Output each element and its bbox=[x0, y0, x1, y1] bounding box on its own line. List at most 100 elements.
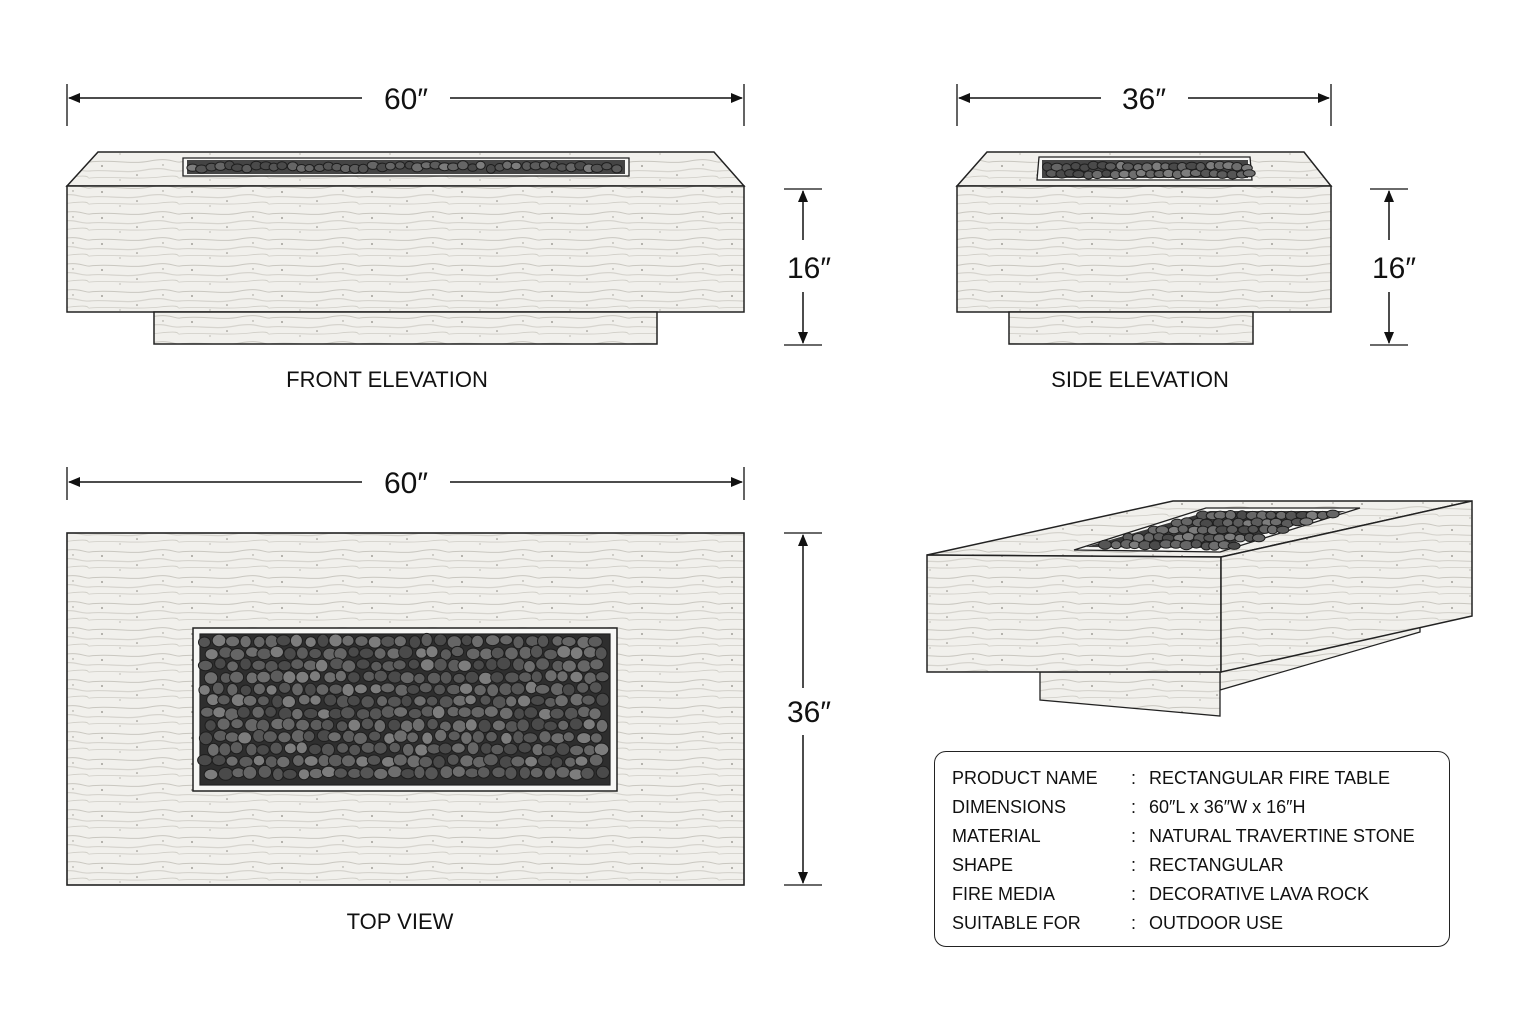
lava-rock bbox=[212, 706, 227, 719]
lava-rock bbox=[595, 718, 609, 733]
lava-rock bbox=[439, 671, 453, 685]
lava-rock bbox=[225, 635, 241, 648]
lava-rock bbox=[537, 634, 550, 648]
lava-rock bbox=[297, 693, 311, 706]
lava-rock bbox=[459, 682, 474, 695]
lava-rock bbox=[347, 718, 362, 732]
lava-rock bbox=[277, 660, 292, 672]
side-width-label: 36″ bbox=[1122, 83, 1166, 116]
lava-rock bbox=[535, 657, 550, 671]
spec-value: RECTANGULAR bbox=[1149, 855, 1284, 875]
spec-separator: : bbox=[1131, 826, 1137, 846]
lava-rock bbox=[419, 658, 435, 672]
lava-rock bbox=[406, 684, 421, 695]
lava-rock bbox=[253, 635, 266, 649]
lava-rock bbox=[438, 742, 453, 755]
spec-row-shape: SHAPE : RECTANGULAR bbox=[935, 853, 1451, 877]
lava-rock bbox=[229, 648, 246, 661]
lava-rock bbox=[434, 728, 448, 743]
isometric-view bbox=[926, 500, 1473, 717]
lava-rock bbox=[368, 707, 383, 721]
lava-rock bbox=[289, 633, 303, 648]
lava-rock bbox=[354, 683, 368, 695]
lava-rock bbox=[341, 634, 355, 647]
top-depth-label: 36″ bbox=[787, 696, 831, 729]
lava-rock bbox=[276, 161, 288, 171]
lava-rock bbox=[245, 671, 259, 685]
lava-rock bbox=[402, 742, 415, 757]
lava-rock bbox=[256, 744, 270, 756]
lava-rock bbox=[465, 647, 481, 660]
lava-rock bbox=[536, 754, 553, 768]
lava-rock bbox=[425, 645, 439, 659]
lava-rock bbox=[204, 648, 219, 661]
side-height-label: 16″ bbox=[1372, 252, 1416, 285]
lava-rock bbox=[561, 659, 577, 673]
lava-rock bbox=[315, 658, 329, 673]
lava-rock bbox=[229, 741, 244, 755]
lava-rock bbox=[498, 706, 514, 721]
side-elevation: 36″ 16″ SIDE ELEVATION bbox=[955, 83, 1416, 392]
lava-rock bbox=[549, 707, 565, 720]
lava-rock bbox=[373, 719, 387, 733]
lava-rock bbox=[394, 161, 406, 170]
lava-rock bbox=[1242, 169, 1256, 178]
lava-rock bbox=[470, 706, 486, 719]
lava-rock bbox=[504, 646, 519, 661]
lava-rock bbox=[354, 635, 369, 647]
lava-rock bbox=[308, 647, 323, 660]
lava-rock bbox=[1213, 510, 1227, 520]
lava-rock bbox=[1216, 170, 1229, 179]
front-elevation: 60″ 16″ FRONT ELEVATION bbox=[65, 83, 831, 392]
lava-rock bbox=[295, 670, 310, 684]
lava-rock bbox=[483, 753, 499, 767]
lava-rock bbox=[432, 755, 446, 769]
lava-rock bbox=[471, 634, 484, 649]
lava-rock bbox=[278, 681, 292, 694]
lava-rock bbox=[198, 636, 211, 649]
iso-side-face bbox=[1220, 500, 1473, 673]
lava-rock bbox=[550, 756, 564, 769]
lava-rock bbox=[491, 719, 507, 732]
spec-label: MATERIAL bbox=[952, 826, 1041, 846]
lava-rock bbox=[464, 694, 477, 706]
lava-rock bbox=[554, 694, 569, 708]
lava-rock bbox=[353, 731, 368, 746]
spec-value: RECTANGULAR FIRE TABLE bbox=[1149, 768, 1391, 788]
top-width-label: 60″ bbox=[384, 467, 428, 500]
lava-rock bbox=[388, 741, 401, 754]
lava-rock bbox=[291, 682, 304, 697]
lava-rock bbox=[593, 742, 610, 757]
lava-rock bbox=[357, 163, 369, 174]
lava-rock bbox=[387, 765, 403, 779]
lava-rock bbox=[347, 767, 362, 780]
lava-rock bbox=[1104, 162, 1117, 171]
lava-rock bbox=[242, 694, 258, 707]
lava-rock bbox=[360, 695, 375, 709]
lava-rock bbox=[543, 720, 558, 732]
lava-rock bbox=[510, 682, 526, 696]
lava-rock bbox=[257, 695, 270, 707]
lava-rock bbox=[355, 658, 371, 670]
lava-rock bbox=[1181, 532, 1195, 542]
lava-rock bbox=[1227, 541, 1241, 550]
lava-rock bbox=[1231, 162, 1243, 172]
lava-rock bbox=[315, 683, 330, 696]
lava-rock bbox=[451, 765, 466, 778]
lava-rock bbox=[590, 163, 604, 173]
lava-rock bbox=[281, 717, 296, 731]
lava-rock bbox=[490, 671, 505, 684]
lava-rock bbox=[485, 634, 501, 647]
lava-rock bbox=[510, 161, 522, 171]
lava-rock bbox=[581, 694, 596, 706]
lava-rock bbox=[485, 658, 499, 671]
lava-rock bbox=[265, 684, 278, 696]
lava-rock bbox=[373, 767, 389, 781]
lava-rock bbox=[530, 644, 544, 659]
lava-rock bbox=[529, 766, 544, 779]
lava-rock bbox=[424, 766, 439, 781]
lava-rock bbox=[333, 767, 348, 779]
side-lava-rocks bbox=[1042, 160, 1256, 180]
spec-label: SUITABLE FOR bbox=[952, 913, 1081, 933]
lava-rock bbox=[328, 683, 343, 695]
